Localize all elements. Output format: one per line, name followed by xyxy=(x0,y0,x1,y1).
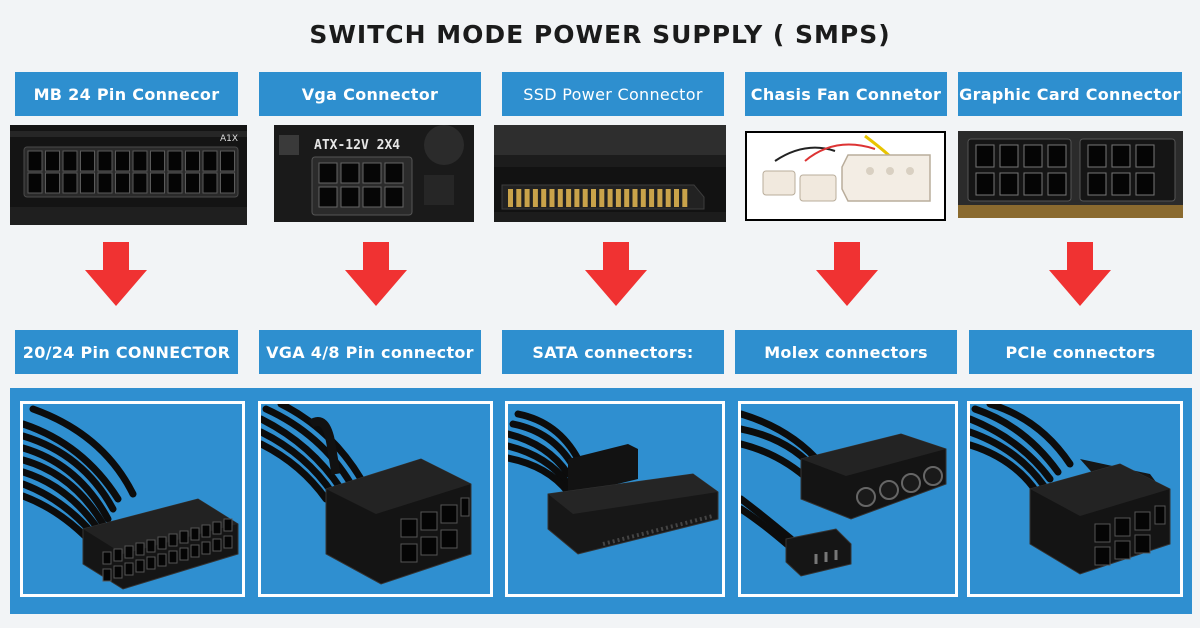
label-chassis-fan: Chasis Fan Connetor xyxy=(745,72,947,116)
label-sata: SATA connectors: xyxy=(502,330,724,374)
mb-silk-text: A1X xyxy=(220,134,238,144)
label-vga-connector: Vga Connector xyxy=(259,72,481,116)
down-arrow-icon xyxy=(816,242,878,306)
label-20-24-pin: 20/24 Pin CONNECTOR xyxy=(15,330,238,374)
chassis-fan-photo xyxy=(745,131,946,221)
label-graphic-card: Graphic Card Connector xyxy=(958,72,1182,116)
down-arrow-icon xyxy=(345,242,407,306)
cable-pcie-image xyxy=(967,401,1183,597)
cable-sata-image xyxy=(505,401,725,597)
ssd-power-photo xyxy=(494,125,726,222)
graphic-card-photo xyxy=(958,131,1183,218)
vga-connector-photo: ATX-12V 2X4 xyxy=(274,125,474,222)
cable-molex-image xyxy=(738,401,958,597)
vga-silk-text: ATX-12V 2X4 xyxy=(314,138,400,153)
label-pcie: PCIe connectors xyxy=(969,330,1192,374)
down-arrow-icon xyxy=(1049,242,1111,306)
label-vga-4-8-pin: VGA 4/8 Pin connector xyxy=(259,330,481,374)
label-mb-24-pin: MB 24 Pin Connecor xyxy=(15,72,238,116)
label-molex: Molex connectors xyxy=(735,330,957,374)
down-arrow-icon xyxy=(85,242,147,306)
mb-24-pin-photo: A1X xyxy=(10,125,247,225)
page-title: SWITCH MODE POWER SUPPLY ( SMPS) xyxy=(309,20,891,49)
label-ssd-power: SSD Power Connector xyxy=(502,72,724,116)
cable-24-pin-image xyxy=(20,401,245,597)
down-arrow-icon xyxy=(585,242,647,306)
cable-vga-image xyxy=(258,401,493,597)
